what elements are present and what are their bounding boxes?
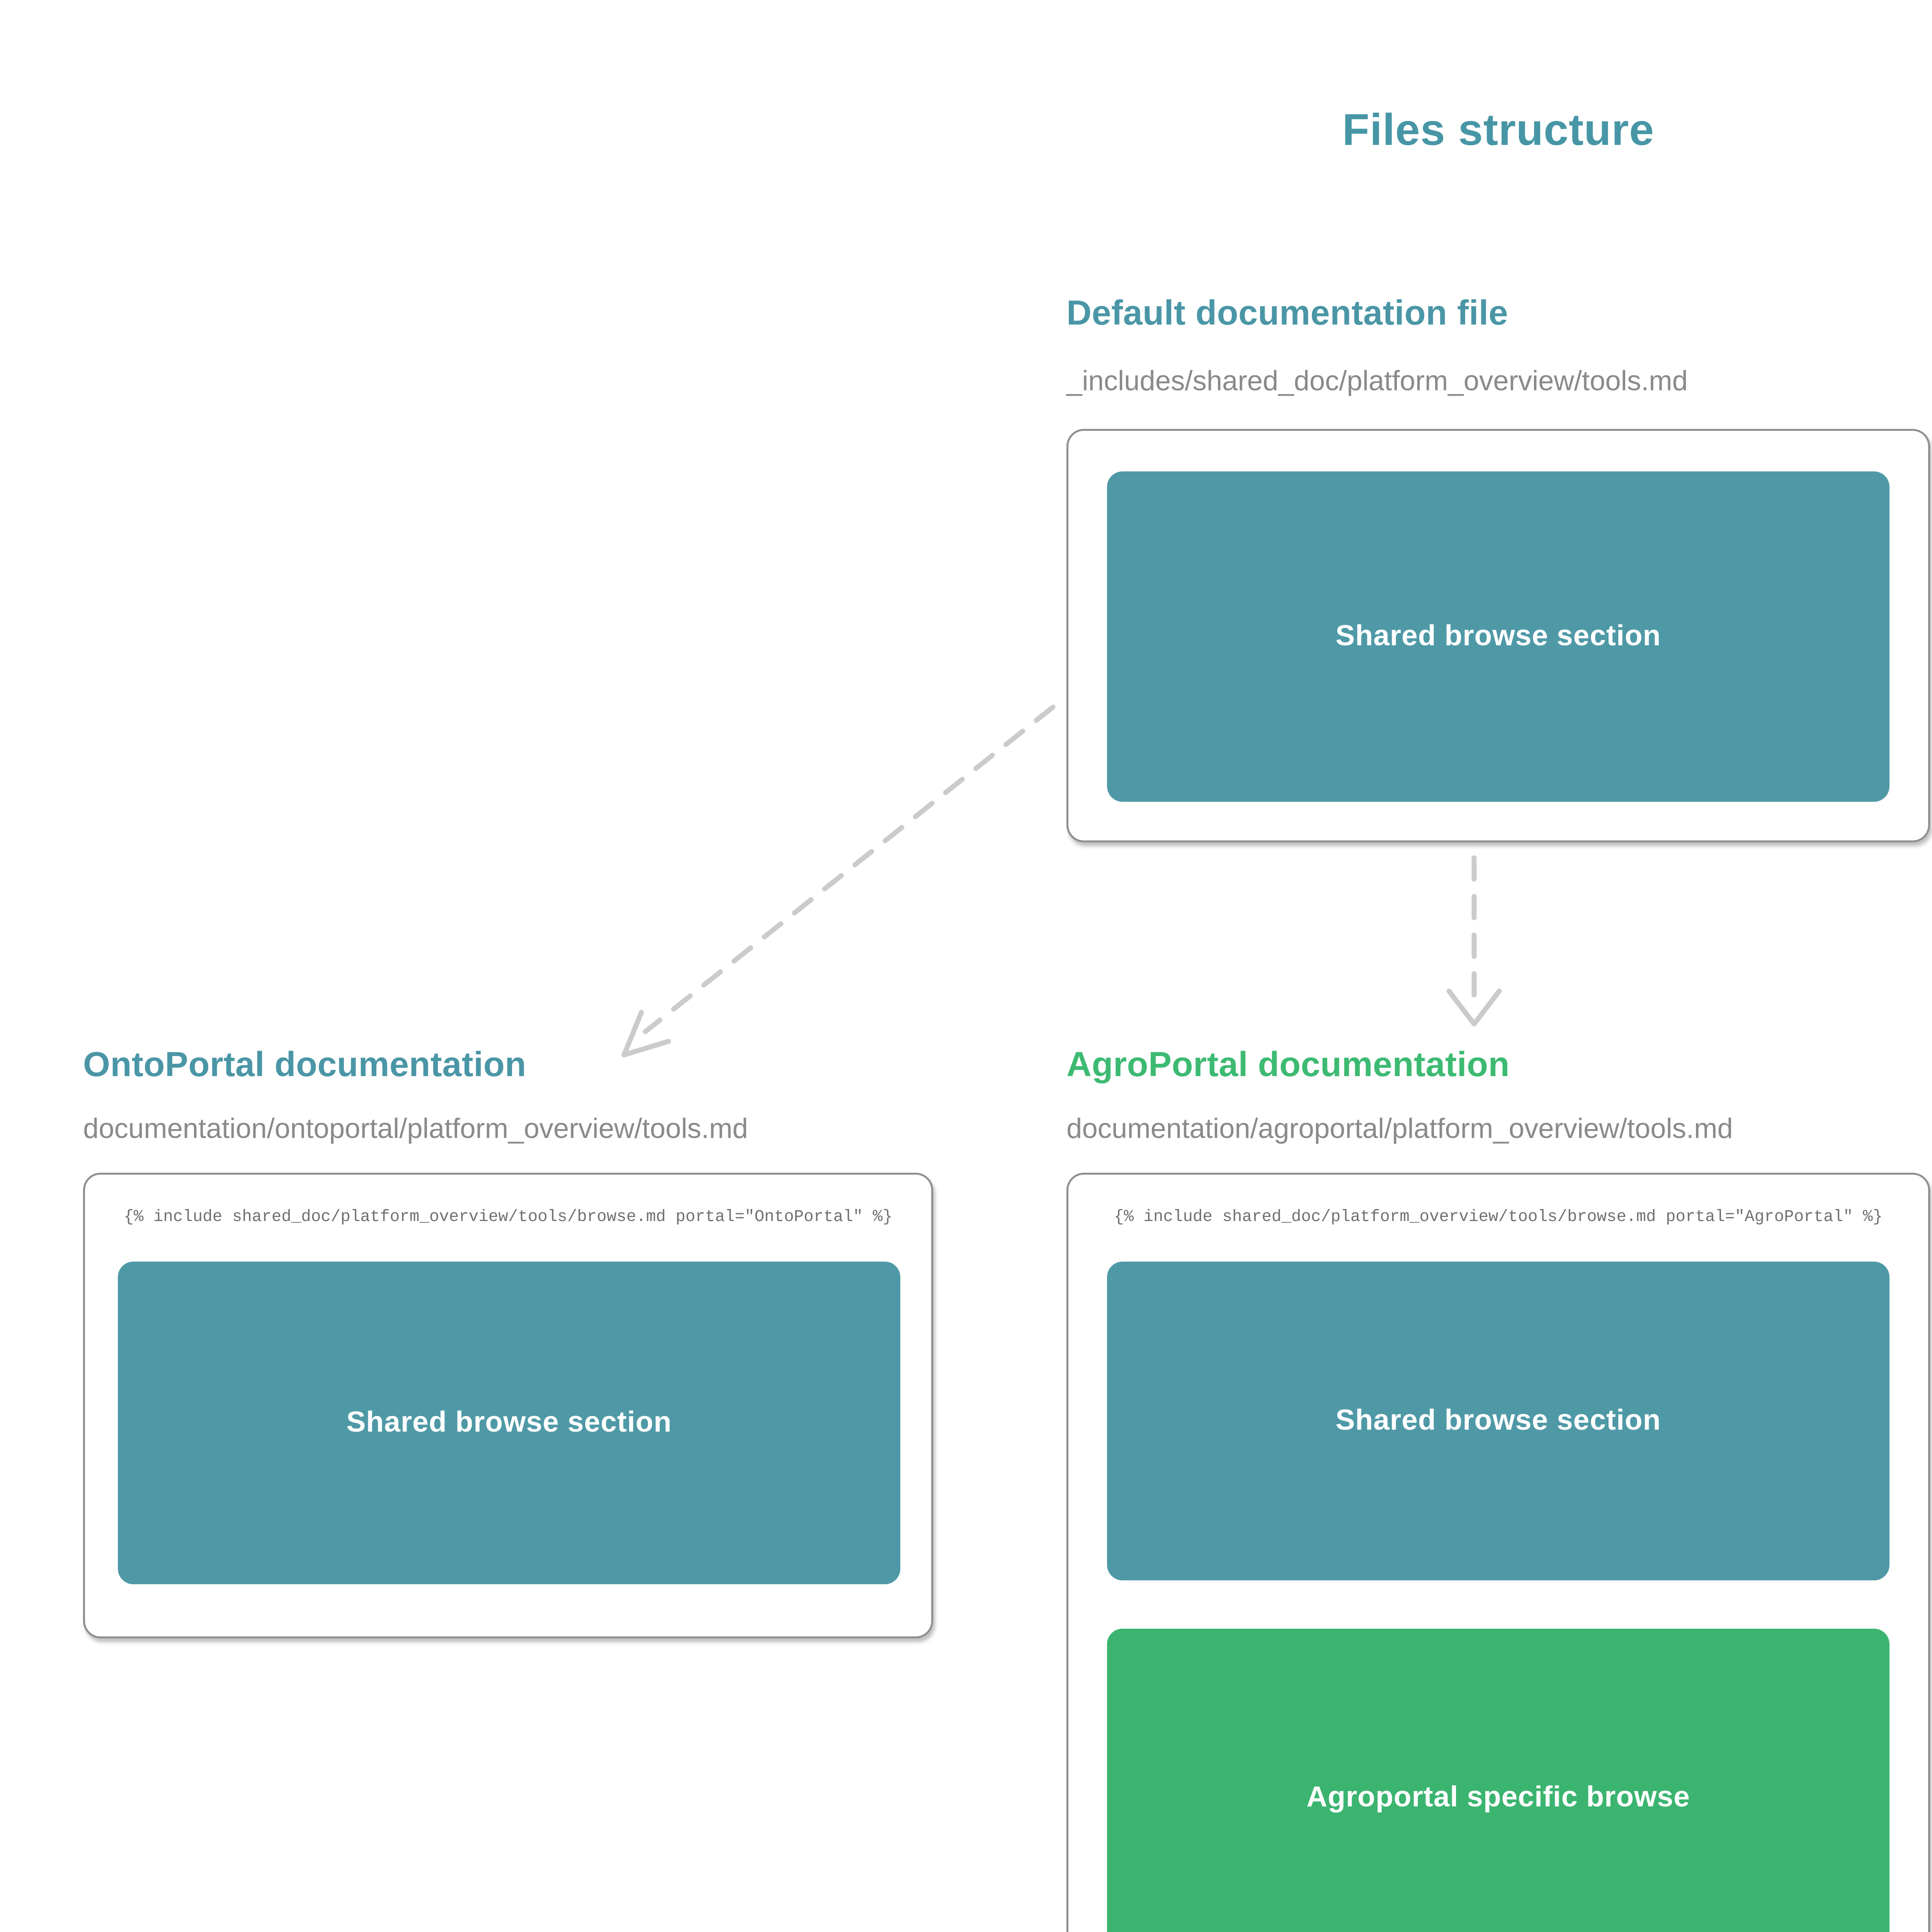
agroportal-shared-browse-box: Shared browse section [1107, 1262, 1889, 1580]
agroportal-card: {% include shared_doc/platform_overview/… [1066, 1173, 1930, 1932]
ontoportal-card: {% include shared_doc/platform_overview/… [83, 1173, 933, 1638]
agroportal-heading: AgroPortal documentation [1066, 1045, 1510, 1084]
shared-browse-label: Shared browse section [1335, 620, 1661, 653]
default-doc-card: Shared browse section [1066, 429, 1930, 842]
default-doc-heading: Default documentation file [1066, 294, 1509, 332]
arrow-to-ontoportal [643, 704, 1056, 1034]
ontoportal-shared-browse-box: Shared browse section [118, 1262, 900, 1584]
ontoportal-shared-browse-label: Shared browse section [346, 1406, 672, 1439]
arrowhead-agroportal [1446, 988, 1502, 1027]
default-doc-path: _includes/shared_doc/platform_overview/t… [1066, 367, 1688, 398]
shared-browse-box: Shared browse section [1107, 471, 1889, 802]
ontoportal-heading: OntoPortal documentation [83, 1045, 527, 1084]
agroportal-specific-browse-box: Agroportal specific browse [1107, 1629, 1889, 1932]
arrowhead-ontoportal [621, 1010, 671, 1058]
agroportal-path: documentation/agroportal/platform_overvi… [1066, 1115, 1733, 1146]
agroportal-shared-browse-label: Shared browse section [1335, 1405, 1661, 1437]
ontoportal-include-directive: {% include shared_doc/platform_overview/… [124, 1208, 893, 1227]
agroportal-include-directive: {% include shared_doc/platform_overview/… [1114, 1208, 1883, 1227]
page-title: Files structure [1342, 104, 1655, 155]
agroportal-specific-browse-label: Agroportal specific browse [1306, 1780, 1690, 1813]
ontoportal-path: documentation/ontoportal/platform_overvi… [83, 1115, 748, 1146]
